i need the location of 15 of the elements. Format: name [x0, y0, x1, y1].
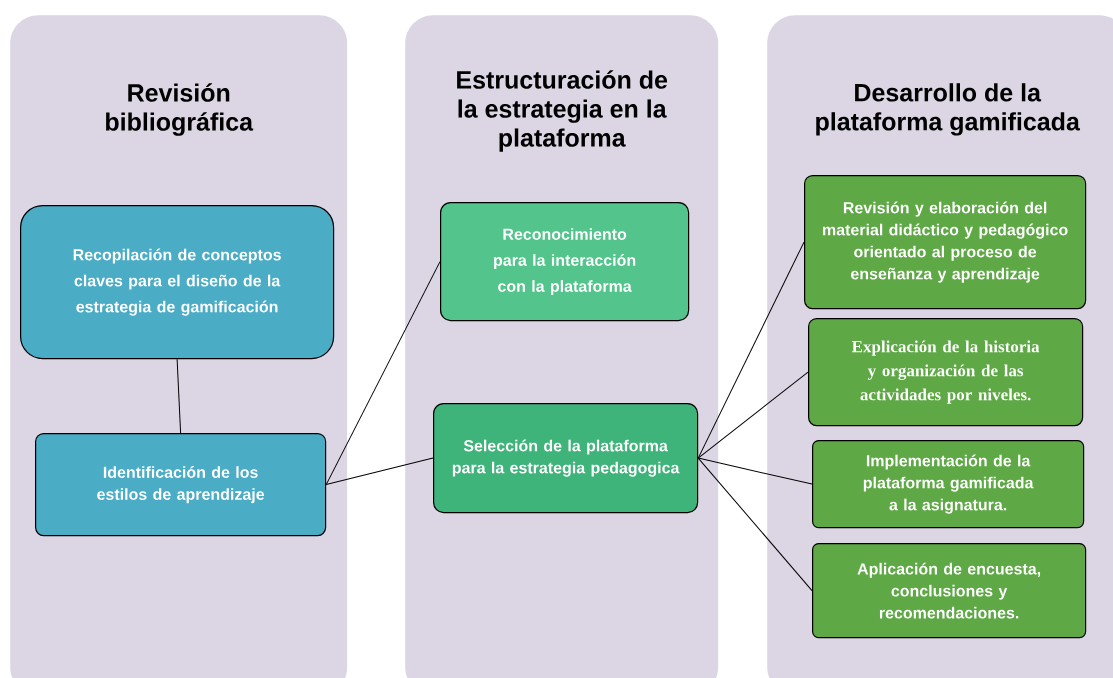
process-box: Reconocimiento para la interacción con la plataforma — [440, 202, 690, 322]
process-box: Aplicación de encuesta, conclusiones y recomendaciones. — [812, 543, 1087, 639]
connector-line — [325, 457, 434, 486]
connector-line — [176, 358, 182, 434]
process-box: Implementación de la plataforma gamificada a la asignatura. — [812, 440, 1085, 529]
connector-line — [697, 457, 813, 592]
process-box: Identificación de los estilos de aprendizaje — [35, 433, 327, 537]
process-box: Recopilación de conceptos claves para el diseño de la estrategia de gamificación — [20, 205, 335, 360]
connector-line — [697, 457, 813, 485]
connector-line — [325, 261, 441, 486]
process-box: Explicación de la historia y organización de las actividades por niveles. — [808, 318, 1084, 427]
process-box: Selección de la plataforma para la estrategia pedagogica — [433, 403, 699, 514]
connector-line — [697, 241, 805, 459]
connector-line — [697, 371, 809, 459]
process-box: Revisión y elaboración del material didáctico y pedagógico orientado al proceso de enseñanza y aprendizaje — [804, 175, 1087, 310]
